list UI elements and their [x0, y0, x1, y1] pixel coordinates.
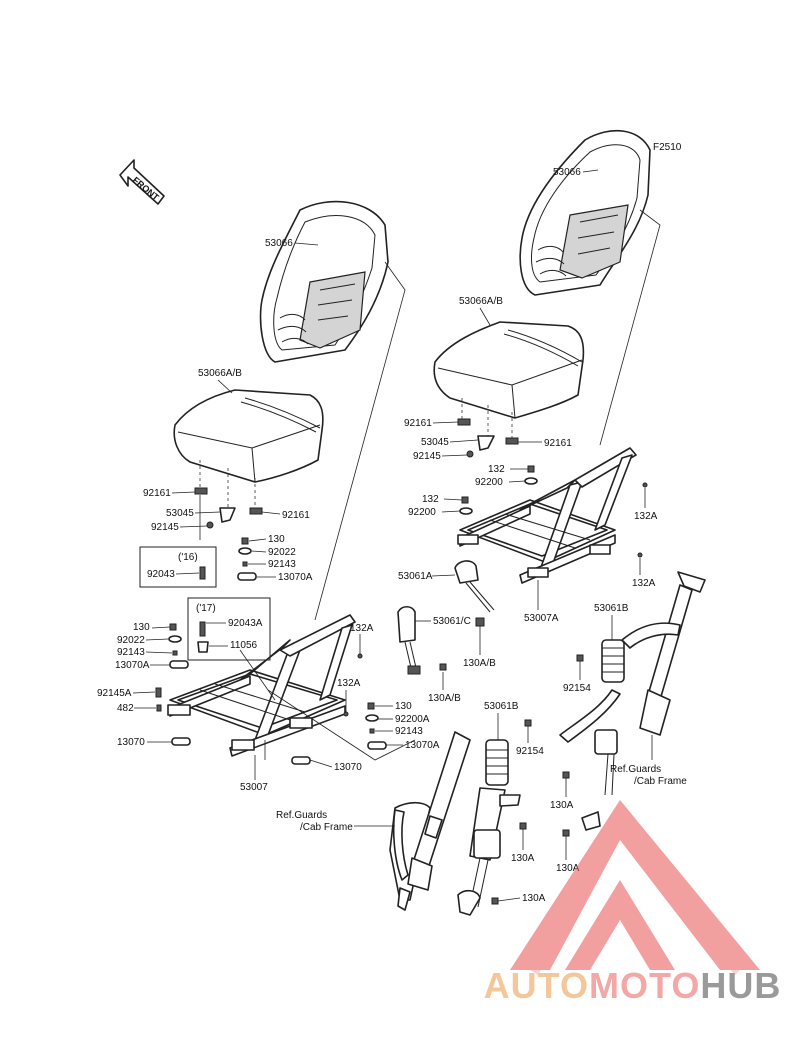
label-92200a: 92200A	[395, 714, 430, 725]
label-132a-1: 132A	[350, 623, 374, 634]
label-130-b: 130	[133, 622, 150, 633]
label-53061c: 53061/C	[433, 616, 471, 627]
watermark-part2: MOTO	[589, 965, 701, 1006]
label-92022-b: 92022	[117, 635, 145, 646]
label-53061b-c: 53061B	[484, 701, 519, 712]
label-132-r1: 132	[488, 464, 505, 475]
label-92143-a: 92143	[268, 559, 296, 570]
right-seat-back	[519, 129, 651, 296]
label-130-c: 130	[395, 701, 412, 712]
ref-note-right-line2: /Cab Frame	[634, 776, 687, 787]
left-hardware	[155, 487, 447, 765]
left-seat-back	[259, 200, 389, 363]
figure-code: F2510	[653, 142, 682, 153]
automotohub-watermark: AUTOMOTOHUB	[470, 965, 795, 1007]
label-130ab-l: 130A/B	[428, 693, 461, 704]
label-53007a: 53007A	[524, 613, 559, 624]
label-132a-r1: 132A	[634, 511, 658, 522]
label-482: 482	[117, 703, 134, 714]
label-53045-r: 53045	[421, 437, 449, 448]
left-seat-cushion	[173, 389, 324, 483]
label-92161-l2: 92161	[282, 510, 310, 521]
year-16-label: ('16)	[178, 552, 198, 563]
label-11056: 11056	[230, 640, 258, 651]
label-130a-4: 130A	[522, 893, 546, 904]
label-92145-r: 92145	[413, 451, 441, 462]
label-53066-left: 53066	[265, 238, 293, 249]
left-seat-frame	[167, 614, 356, 757]
label-13070a-a: 13070A	[278, 572, 313, 583]
year-17-label: ('17)	[196, 603, 216, 614]
label-92154-c: 92154	[516, 746, 544, 757]
ref-note-right-line1: Ref.Guards	[610, 764, 661, 775]
label-92143-c: 92143	[395, 726, 423, 737]
label-132a-r2: 132A	[632, 578, 656, 589]
label-53066ab-right: 53066A/B	[459, 296, 503, 307]
label-92161-r1: 92161	[404, 418, 432, 429]
front-arrow-icon: FRONT	[119, 159, 165, 205]
label-13070a-b: 13070A	[115, 660, 150, 671]
label-130ab-r: 130A/B	[463, 658, 496, 669]
right-seat-frame	[457, 447, 637, 584]
right-seatbelt-assembly	[559, 571, 706, 837]
year-17-box	[187, 597, 271, 661]
label-92161-l1: 92161	[143, 488, 171, 499]
label-13070-c: 13070	[334, 762, 362, 773]
label-92043a: 92043A	[228, 618, 263, 629]
label-13070-l: 13070	[117, 737, 145, 748]
label-132a-2: 132A	[337, 678, 361, 689]
label-92200-r1: 92200	[475, 477, 503, 488]
part-labels: 53066 53066 53066A/B 53066A/B 92161 9216…	[97, 167, 687, 904]
automotohub-logo-icon	[510, 800, 760, 975]
center-seatbelt-assembly	[389, 719, 532, 916]
label-132-r2: 132	[422, 494, 439, 505]
label-92154-r: 92154	[563, 683, 591, 694]
watermark-part1: AUTO	[483, 965, 589, 1006]
label-13070a-c: 13070A	[405, 740, 440, 751]
label-53066ab-left: 53066A/B	[198, 368, 242, 379]
label-53061a: 53061A	[398, 571, 433, 582]
year-16-box	[139, 546, 217, 588]
label-130a-1: 130A	[550, 800, 574, 811]
label-92022-a: 92022	[268, 547, 296, 558]
ref-note-left-line1: Ref.Guards	[276, 810, 327, 821]
right-seat-cushion	[433, 321, 585, 419]
label-92145a: 92145A	[97, 688, 132, 699]
label-92143-b: 92143	[117, 647, 145, 658]
left-seat-belt-buckle	[397, 605, 421, 675]
label-53045-l: 53045	[166, 508, 194, 519]
label-92200-r2: 92200	[408, 507, 436, 518]
label-92043-16: 92043	[147, 569, 175, 580]
label-92145-l: 92145	[151, 522, 179, 533]
label-53066-right: 53066	[553, 167, 581, 178]
label-130a-3: 130A	[511, 853, 535, 864]
right-seat-belt-buckle	[454, 560, 495, 627]
ref-note-left-line2: /Cab Frame	[300, 822, 353, 833]
label-53007-l: 53007	[240, 782, 268, 793]
label-130-a: 130	[268, 534, 285, 545]
label-53061b-r: 53061B	[594, 603, 629, 614]
label-92161-r2: 92161	[544, 438, 572, 449]
watermark-part3: HUB	[700, 965, 782, 1006]
label-130a-2: 130A	[556, 863, 580, 874]
